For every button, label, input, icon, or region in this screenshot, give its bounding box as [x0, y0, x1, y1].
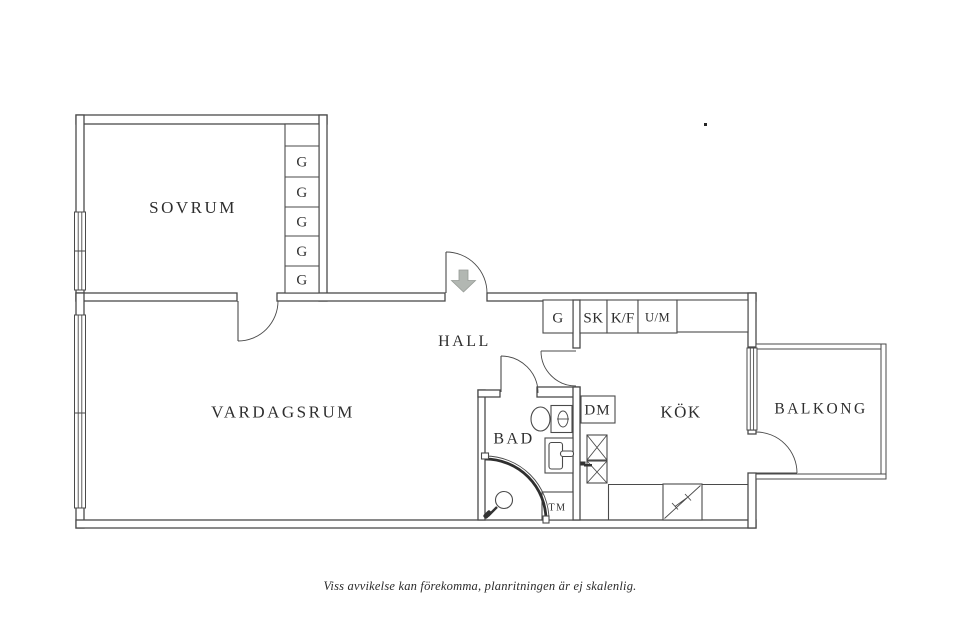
entrance-arrow-icon — [450, 269, 477, 293]
label-sovrum: SOVRUM — [149, 198, 237, 217]
disclaimer-text: Viss avvikelse kan förekomma, planritnin… — [323, 579, 637, 593]
closet-label: G — [296, 155, 307, 171]
bedroom-door — [237, 300, 279, 342]
kitchen-sink — [586, 434, 608, 484]
dishwasher-label: DM — [584, 403, 610, 419]
label-bad: BAD — [493, 431, 534, 448]
bedroom-window — [74, 211, 86, 291]
corner-shower — [480, 452, 550, 524]
label-vardagsrum: VARDAGSRUM — [211, 403, 355, 422]
kitchen-window — [746, 347, 758, 431]
closet-label: G — [296, 244, 307, 260]
small-dot — [704, 123, 707, 126]
toilet — [530, 404, 573, 434]
closet-label: G — [296, 273, 307, 289]
balcony-door — [755, 431, 798, 474]
closet-label: G — [296, 185, 307, 201]
kitchen-cabinet-label: K/F — [611, 311, 634, 327]
hall-cabinet-label: G — [552, 311, 563, 327]
hall-kitchen-divider-wall — [572, 299, 581, 521]
bedroom-closet-column — [284, 123, 320, 294]
label-hall: HALL — [438, 333, 491, 350]
kitchen-faucet-icon — [580, 461, 592, 467]
entrance-door — [445, 251, 488, 294]
balcony-walls — [755, 343, 887, 480]
kitchen-cabinet-label: SK — [583, 311, 603, 327]
kitchen-door — [540, 350, 577, 387]
kitchen-counter-top-right — [676, 299, 749, 333]
label-kok: KÖK — [660, 403, 701, 422]
hall-kitchen-cabinet-row — [542, 299, 749, 334]
washing-machine-label: TM — [549, 503, 567, 514]
kitchen-cabinet-label: U/M — [645, 311, 670, 325]
label-balkong: BALKONG — [774, 401, 867, 418]
closet-label: G — [296, 215, 307, 231]
stove — [662, 483, 703, 521]
bathroom-sink — [544, 437, 575, 474]
livingroom-window — [74, 314, 86, 509]
bathroom-door — [500, 355, 539, 394]
dishwasher-box — [580, 395, 616, 424]
